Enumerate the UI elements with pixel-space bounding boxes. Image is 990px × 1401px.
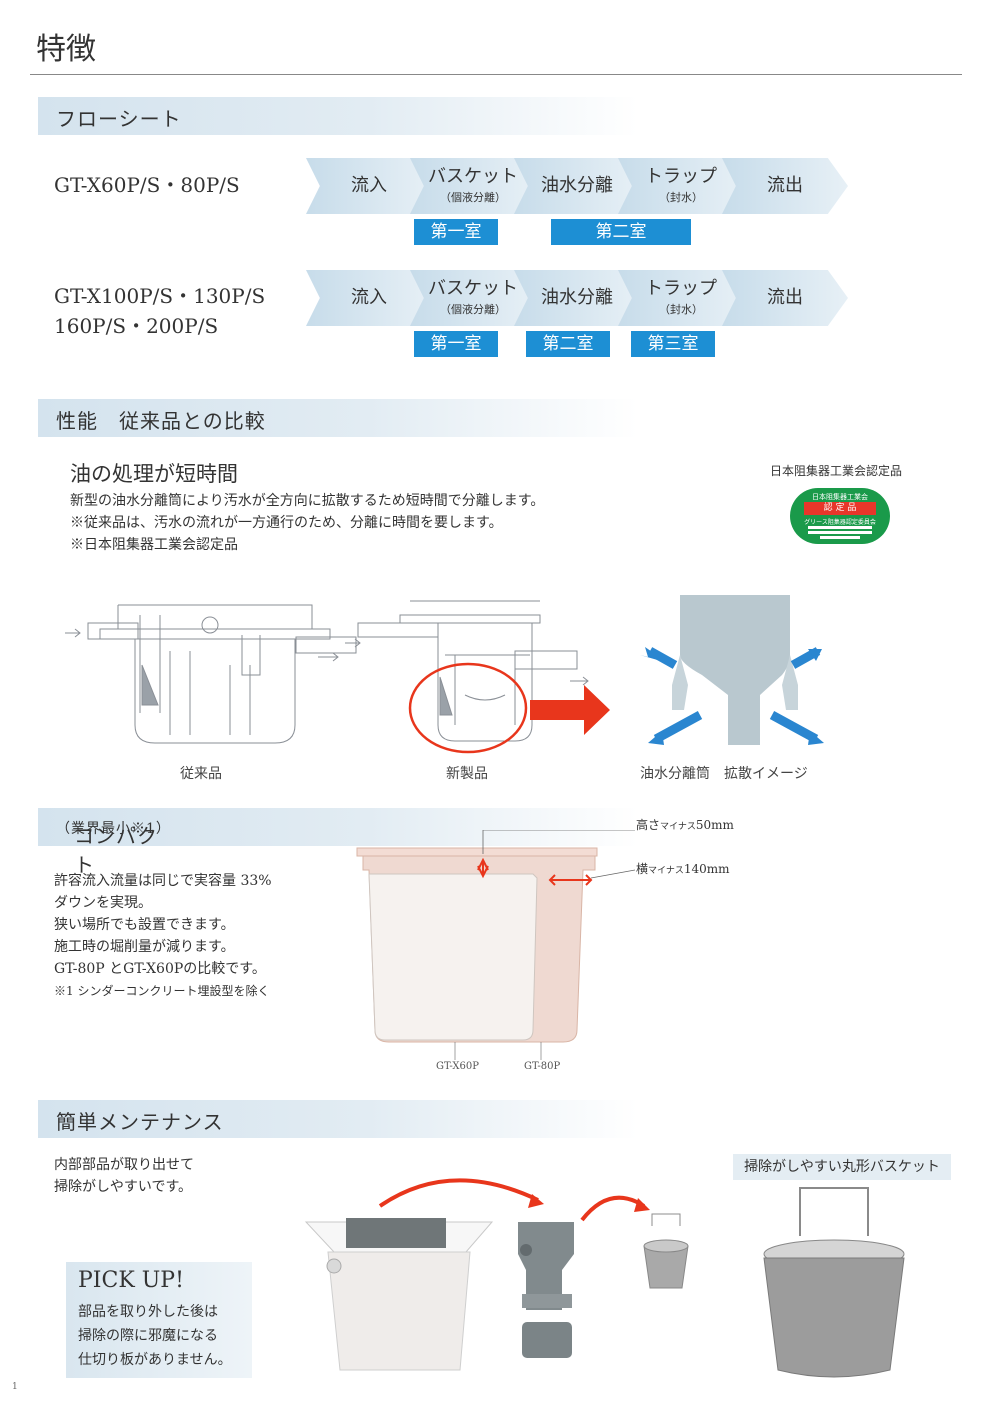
text-line: 掃除がしやすいです。 — [54, 1179, 193, 1195]
flow-step: 油水分離 — [514, 270, 640, 326]
height-diff-label: 高さマイナス50mm — [636, 818, 734, 832]
flow-row2-model: GT-X100P/S・130P/S 160P/S・200P/S — [54, 281, 265, 341]
badge-bottom-text: グリース阻集器認定委員会 — [804, 519, 876, 526]
flow-heading: フローシート — [56, 107, 182, 131]
maintenance-heading: 簡単メンテナンス — [56, 1110, 224, 1134]
flow-step: バスケット（個液分離） — [410, 158, 536, 214]
maintenance-text: 内部部品が取り出せて 掃除がしやすいです。 — [54, 1154, 194, 1198]
flow-step: 流入 — [306, 270, 432, 326]
title-divider — [30, 74, 962, 75]
text-line: 狭い場所でも設置できます。 — [54, 917, 235, 933]
compact-text: 許容流入流量は同じで実容量 33% ダウンを実現。 狭い場所でも設置できます。 … — [54, 870, 272, 1002]
text-line: 仕切り板がありません。 — [78, 1352, 232, 1368]
flow-step: トラップ（封水） — [618, 158, 744, 214]
width-diff-label: 横マイナス140mm — [636, 862, 730, 876]
flow-row1: 流入 バスケット（個液分離） 油水分離 トラップ（封水） 流出 — [306, 158, 848, 214]
diffusion-cylinder-drawing — [640, 595, 824, 745]
pickup-title: PICK UP! — [78, 1268, 184, 1293]
old-product-caption: 従来品 — [180, 766, 222, 782]
cert-caption: 日本阻集器工業会認定品 — [770, 464, 903, 478]
flow-row2-model-line2: 160P/S・200P/S — [54, 314, 219, 338]
text-line: 施工時の堀削量が減ります。 — [54, 939, 235, 955]
flow-step: トラップ（封水） — [618, 270, 744, 326]
pickup-text: 部品を取り外した後は 掃除の際に邪魔になる 仕切り板がありません。 — [78, 1300, 232, 1372]
certification-badge-icon: 日本阻集器工業会 認 定 品 グリース阻集器認定委員会 — [790, 488, 890, 544]
room-badge: 第二室 — [526, 331, 610, 357]
compact-section-header: コンパクト（業界最小※1） — [38, 808, 638, 877]
text-line: ダウンを実現。 — [54, 895, 152, 911]
flow-row1-model: GT-X60P/S・80P/S — [54, 173, 240, 197]
basket-caption: 掃除がしやすい丸形バスケット — [733, 1154, 951, 1180]
performance-heading: 性能 従来品との比較 — [56, 409, 266, 433]
room-badge: 第二室 — [551, 219, 691, 245]
compact-comparison-drawing — [356, 830, 636, 1060]
red-arrow-icon — [530, 685, 610, 735]
room-badge: 第三室 — [631, 331, 715, 357]
text-line: 内部部品が取り出せて — [54, 1157, 194, 1173]
text-line: 許容流入流量は同じで実容量 33% — [54, 873, 272, 889]
page-title: 特徴 — [36, 32, 96, 67]
text-line: 新型の油水分離筒により汚水が全方向に拡散するため短時間で分離します。 — [70, 493, 545, 509]
flow-step: 流出 — [722, 158, 848, 214]
compact-heading: コンパクト（業界最小※1） — [56, 821, 171, 877]
performance-subheading: 油の処理が短時間 — [70, 462, 238, 486]
diffusion-image-caption: 油水分離筒 拡散イメージ — [640, 766, 808, 782]
gt-80p-label: GT-80P — [524, 1061, 561, 1072]
old-product-drawing — [65, 604, 357, 744]
flow-step: バスケット（個液分離） — [410, 270, 536, 326]
new-product-caption: 新製品 — [446, 766, 488, 782]
compact-footnote: ※1 シンダーコンクリート埋設型を除く — [54, 984, 270, 998]
flow-step: 流出 — [722, 270, 848, 326]
text-line: ※従来品は、汚水の流れが一方通行のため、分離に時間を要します。 — [70, 515, 503, 531]
flow-step: 流入 — [306, 158, 432, 214]
flow-section-header: フローシート — [38, 97, 638, 135]
text-line: 掃除の際に邪魔になる — [78, 1328, 218, 1344]
comparison-illustrations — [65, 595, 824, 754]
room-badge: 第一室 — [414, 219, 498, 245]
badge-mid-text: 認 定 品 — [804, 502, 876, 515]
performance-section-header: 性能 従来品との比較 — [38, 399, 638, 437]
text-line: ※日本阻集器工業会認定品 — [70, 537, 238, 553]
maintenance-section-header: 簡単メンテナンス — [38, 1100, 638, 1138]
gt-x60p-label: GT-X60P — [436, 1061, 479, 1072]
performance-text: 新型の油水分離筒により汚水が全方向に拡散するため短時間で分離します。 ※従来品は… — [70, 490, 544, 556]
flow-step: 油水分離 — [514, 158, 640, 214]
page-number: 1 — [12, 1382, 18, 1392]
pickup-box: PICK UP! 部品を取り外した後は 掃除の際に邪魔になる 仕切り板がありませ… — [66, 1262, 252, 1378]
badge-top-text: 日本阻集器工業会 — [812, 493, 868, 501]
room-badge: 第一室 — [414, 331, 498, 357]
maintenance-photos — [304, 1178, 905, 1378]
text-line: GT-80P とGT-X60Pの比較です。 — [54, 961, 266, 977]
new-product-drawing — [345, 600, 589, 754]
flow-row2-model-line1: GT-X100P/S・130P/S — [54, 284, 266, 308]
flow-row2: 流入 バスケット（個液分離） 油水分離 トラップ（封水） 流出 — [306, 270, 848, 326]
text-line: 部品を取り外した後は — [78, 1304, 218, 1320]
